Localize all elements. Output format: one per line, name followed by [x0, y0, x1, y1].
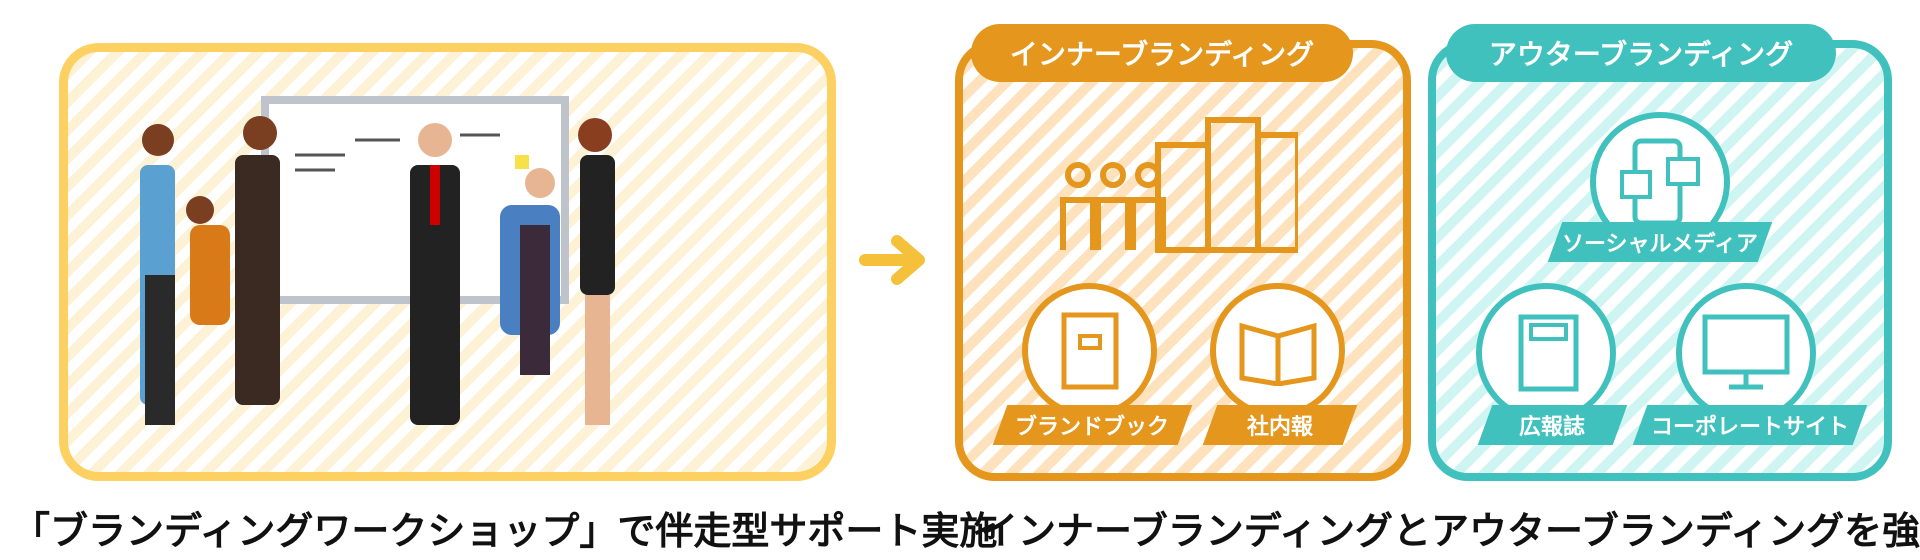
tag-pr-magazine: 広報誌	[1477, 405, 1628, 445]
people-buildings-icon	[1060, 117, 1298, 253]
tag-internal-newsletter: 社内報	[1202, 405, 1358, 445]
outer-branding-title: アウターブランディング	[1446, 24, 1836, 82]
left-caption: 「ブランディングワークショップ」で伴走型サポート実施	[12, 509, 998, 553]
fax-publication-icon	[1476, 283, 1616, 423]
workshop-illustration	[140, 96, 615, 425]
book-icon	[1022, 283, 1157, 418]
right-caption: インナーブランディングとアウターブランディングを強化	[980, 509, 1920, 553]
inner-branding-title: インナーブランディング	[971, 24, 1353, 82]
arrow-right-icon	[859, 235, 925, 285]
tag-social-media: ソーシャルメディア	[1547, 222, 1773, 262]
newsletter-icon	[1210, 283, 1345, 418]
tag-brand-book: ブランドブック	[992, 405, 1193, 445]
website-monitor-icon	[1676, 283, 1816, 423]
tag-corporate-site: コーポレートサイト	[1632, 405, 1868, 445]
